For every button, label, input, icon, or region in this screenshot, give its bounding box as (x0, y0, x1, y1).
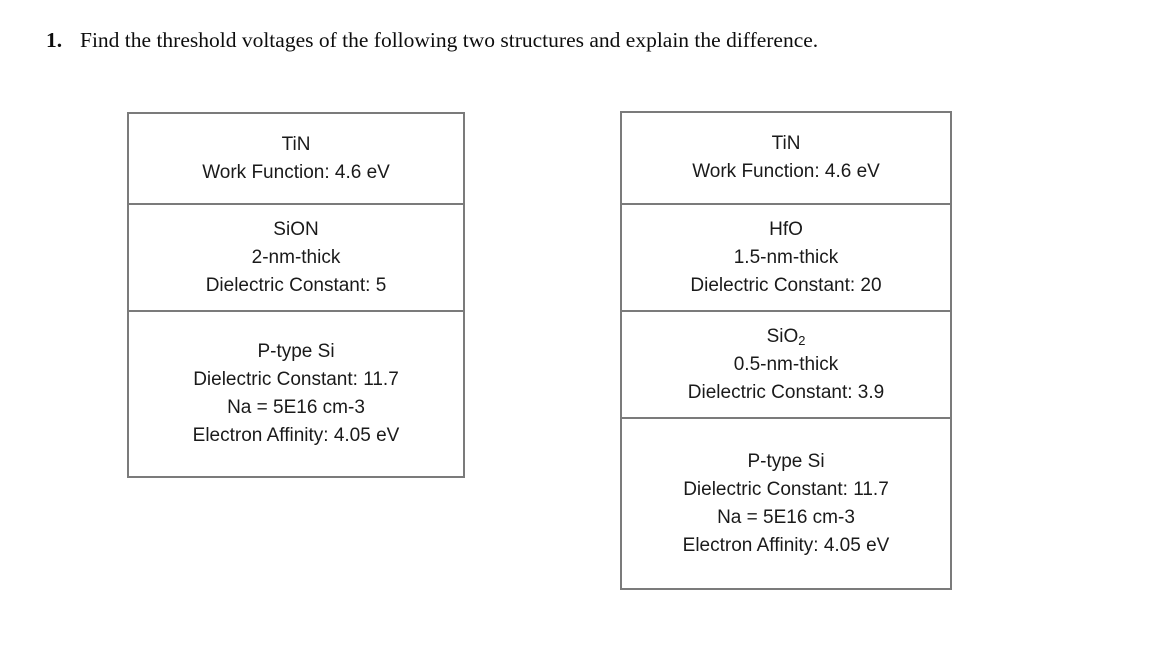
layer-line: 0.5-nm-thick (733, 353, 839, 375)
layer-line: Na = 5E16 cm-3 (227, 397, 365, 418)
layer-line: P-type Si (257, 341, 335, 362)
layer-line: Work Function: 4.6 eV (692, 161, 880, 182)
question-heading: 1. Find the threshold voltages of the fol… (46, 27, 1126, 53)
layer-line: Dielectric Constant: 20 (690, 274, 882, 296)
layer-line: SiON (273, 218, 319, 240)
layer-line: TiN (771, 133, 801, 154)
layer-line: HfO (769, 218, 803, 240)
layer-tin-gate: TiN Work Function: 4.6 eV (129, 114, 463, 205)
layer-sio2-interlayer: SiO2 0.5-nm-thick Dielectric Constant: 3… (622, 312, 950, 419)
layer-line: Electron Affinity: 4.05 eV (682, 534, 890, 556)
layer-hfo-dielectric: HfO 1.5-nm-thick Dielectric Constant: 20 (622, 205, 950, 312)
layer-line: P-type Si (747, 450, 825, 472)
structure-diagram-right: TiN Work Function: 4.6 eV HfO 1.5-nm-thi… (620, 111, 952, 590)
layer-p-type-si-substrate: P-type Si Dielectric Constant: 11.7 Na =… (129, 312, 463, 476)
layer-line: SiO2 (766, 325, 806, 348)
structure-diagram-left: TiN Work Function: 4.6 eV SiON 2-nm-thic… (127, 112, 465, 478)
layer-line: Dielectric Constant: 3.9 (687, 381, 885, 403)
layer-line: Dielectric Constant: 11.7 (683, 478, 889, 500)
layer-line: Dielectric Constant: 11.7 (193, 369, 399, 390)
layer-line: Electron Affinity: 4.05 eV (192, 425, 400, 446)
layer-line: 2-nm-thick (251, 246, 341, 268)
layer-line: Dielectric Constant: 5 (205, 274, 387, 296)
layer-sion-dielectric: SiON 2-nm-thick Dielectric Constant: 5 (129, 205, 463, 312)
layer-line: 1.5-nm-thick (733, 246, 839, 268)
layer-line: TiN (281, 133, 311, 155)
layer-line: Na = 5E16 cm-3 (717, 506, 855, 528)
question-text: Find the threshold voltages of the follo… (80, 28, 819, 52)
question-number: 1. (46, 28, 63, 52)
layer-line: Work Function: 4.6 eV (202, 161, 390, 183)
layer-p-type-si-substrate: P-type Si Dielectric Constant: 11.7 Na =… (622, 419, 950, 588)
layer-tin-gate: TiN Work Function: 4.6 eV (622, 113, 950, 205)
